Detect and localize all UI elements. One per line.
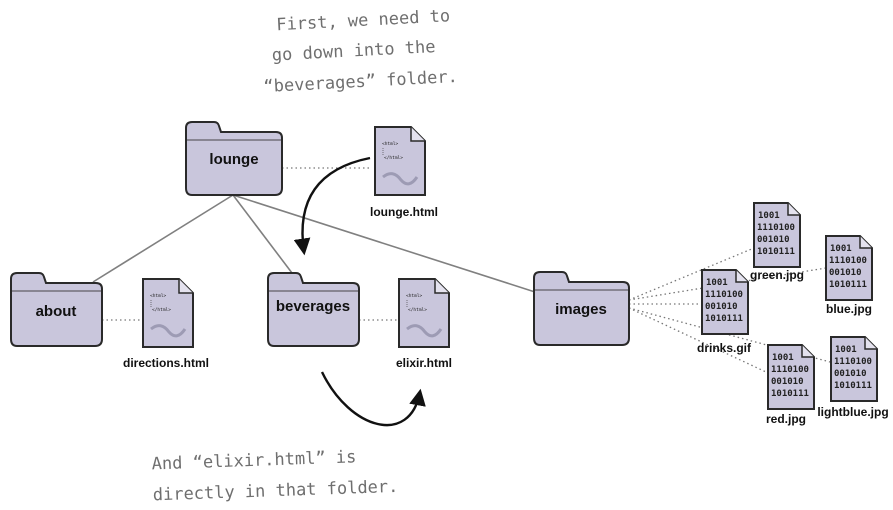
annotation-bottom-line-1: And “elixir.html” is xyxy=(151,447,356,474)
connector-lounge-about xyxy=(92,194,234,283)
binary-line: 1001 xyxy=(706,278,728,288)
binary-line: 1110100 xyxy=(834,357,872,367)
annotation-bottom-line-2: directly in that folder. xyxy=(152,477,398,506)
file-directions-html[interactable]: <html> </html> directions.html xyxy=(123,278,209,370)
connector-lounge-beverages xyxy=(232,194,293,274)
html-close-tag: </html> xyxy=(408,307,427,313)
folder-lounge[interactable]: lounge xyxy=(185,121,283,196)
folder-about[interactable]: about xyxy=(10,272,103,347)
html-file-icon: <html> </html> xyxy=(142,278,194,348)
folder-icon xyxy=(185,121,283,196)
html-file-icon: <html> </html> xyxy=(398,278,450,348)
file-elixir-html[interactable]: <html> </html> elixir.html xyxy=(396,278,452,370)
folder-icon xyxy=(267,272,360,347)
arrow-into-beverages xyxy=(293,156,371,256)
html-close-tag: </html> xyxy=(152,307,171,313)
dots-images-red xyxy=(628,307,767,373)
connector-lounge-images xyxy=(232,194,536,293)
folder-label-beverages: beverages xyxy=(276,298,350,315)
binary-line: 1010111 xyxy=(771,389,809,399)
folder-icon xyxy=(533,271,630,346)
file-drinks-gif[interactable]: 1001 1110100 001010 1010111 drinks.gif xyxy=(697,269,752,355)
dots-images-green xyxy=(628,247,755,301)
file-green-jpg[interactable]: 1001 1110100 001010 1010111 green.jpg xyxy=(750,202,804,282)
file-red-jpg[interactable]: 1001 1110100 001010 1010111 red.jpg xyxy=(766,344,815,426)
binary-line: 001010 xyxy=(705,302,738,312)
annotation-top-line-2: go down into the xyxy=(271,37,436,66)
binary-line: 1110100 xyxy=(757,223,795,233)
image-file-icon: 1001 1110100 001010 1010111 xyxy=(825,235,873,301)
annotation-bottom: And “elixir.html” is directly in that fo… xyxy=(151,447,398,506)
html-open-tag: <html> xyxy=(150,293,167,299)
hierarchy-lines xyxy=(92,194,536,293)
annotation-top-line-1: First, we need to xyxy=(276,6,451,35)
image-file-icon: 1001 1110100 001010 1010111 xyxy=(767,344,815,410)
binary-line: 1010111 xyxy=(834,381,872,391)
binary-line: 1010111 xyxy=(705,314,743,324)
folder-icon xyxy=(10,272,103,347)
image-file-icon: 1001 1110100 001010 1010111 xyxy=(701,269,749,335)
file-label-green-jpg: green.jpg xyxy=(750,268,804,282)
file-label-drinks-gif: drinks.gif xyxy=(697,341,752,355)
html-open-tag: <html> xyxy=(382,141,399,147)
folder-images[interactable]: images xyxy=(533,271,630,346)
binary-line: 1010111 xyxy=(829,280,867,290)
binary-line: 1001 xyxy=(758,211,780,221)
html-open-tag: <html> xyxy=(406,293,423,299)
binary-line: 1001 xyxy=(835,345,857,355)
file-label-directions-html: directions.html xyxy=(123,356,209,370)
binary-line: 001010 xyxy=(757,235,790,245)
binary-line: 001010 xyxy=(834,369,867,379)
file-lightblue-jpg[interactable]: 1001 1110100 001010 1010111 lightblue.jp… xyxy=(817,336,889,419)
binary-line: 1010111 xyxy=(757,247,795,257)
image-file-icon: 1001 1110100 001010 1010111 xyxy=(753,202,801,268)
binary-line: 1001 xyxy=(830,244,852,254)
annotation-top-line-3: “beverages” folder. xyxy=(263,67,458,97)
file-lounge-html[interactable]: <html> </html> lounge.html xyxy=(370,126,438,219)
file-label-lounge-html: lounge.html xyxy=(370,205,438,219)
binary-line: 1001 xyxy=(772,353,794,363)
file-label-lightblue-jpg: lightblue.jpg xyxy=(817,405,888,419)
binary-line: 1110100 xyxy=(771,365,809,375)
arrow-to-elixir xyxy=(320,371,426,427)
folder-label-images: images xyxy=(555,301,607,318)
binary-line: 1110100 xyxy=(829,256,867,266)
folder-label-about: about xyxy=(36,303,77,320)
file-blue-jpg[interactable]: 1001 1110100 001010 1010111 blue.jpg xyxy=(825,235,873,316)
annotation-top: First, we need to go down into the “beve… xyxy=(263,6,458,97)
folder-label-lounge: lounge xyxy=(209,151,258,168)
binary-line: 1110100 xyxy=(705,290,743,300)
binary-line: 001010 xyxy=(829,268,862,278)
image-file-icon: 1001 1110100 001010 1010111 xyxy=(830,336,878,402)
folder-beverages[interactable]: beverages xyxy=(267,272,360,347)
html-close-tag: </html> xyxy=(384,155,403,161)
file-label-elixir-html: elixir.html xyxy=(396,356,452,370)
file-label-blue-jpg: blue.jpg xyxy=(826,302,872,316)
binary-line: 001010 xyxy=(771,377,804,387)
html-file-icon: <html> </html> xyxy=(374,126,426,196)
file-label-red-jpg: red.jpg xyxy=(766,412,806,426)
